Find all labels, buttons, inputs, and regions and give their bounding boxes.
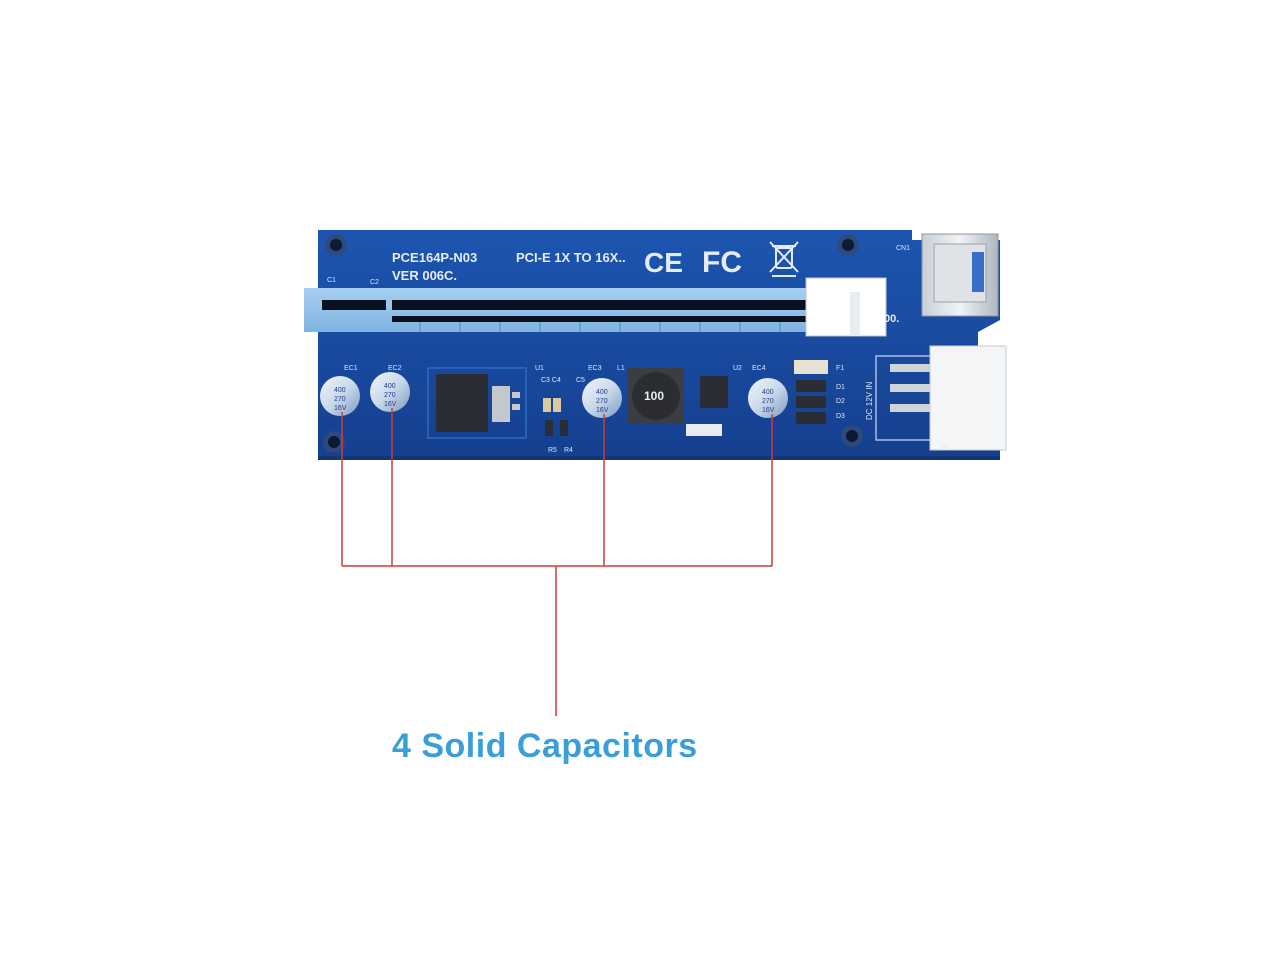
label-c3c4: C3 C4 (541, 377, 561, 384)
label-ec4: EC4 (752, 365, 766, 372)
label-u2: U2 (733, 365, 742, 372)
label-d3: D3 (836, 413, 845, 420)
label-ec3: EC3 (588, 365, 602, 372)
slot-tag: 00. (884, 313, 899, 325)
smd-components (543, 376, 728, 436)
mounting-holes (323, 234, 863, 453)
weee-bin-icon (769, 241, 799, 277)
label-r5: R5 (548, 447, 557, 454)
label-ec2: EC2 (388, 365, 402, 372)
inductor-value: 100 (644, 389, 664, 403)
label-c1: C1 (327, 277, 336, 284)
capacitor-caption: 4 Solid Capacitors (392, 727, 698, 765)
voltage-regulator (427, 367, 527, 439)
interface-label: PCI-E 1X TO 16X.. (516, 250, 626, 265)
svg-text:270: 270 (762, 398, 774, 405)
label-usb-ref: CN1 (896, 245, 910, 252)
svg-text:16V: 16V (384, 401, 397, 408)
label-l1: L1 (617, 365, 625, 372)
pcie-x16-slot (304, 277, 887, 337)
svg-text:270: 270 (596, 398, 608, 405)
inductor (628, 368, 684, 424)
svg-text:400: 400 (762, 389, 774, 396)
label-r4: R4 (564, 447, 573, 454)
ce-mark: CE (644, 247, 683, 278)
label-c5: C5 (576, 377, 585, 384)
svg-text:270: 270 (384, 392, 396, 399)
capacitor-ec3: 400 270 16V (582, 378, 622, 418)
label-ec1: EC1 (344, 365, 358, 372)
usb-port (921, 233, 999, 317)
power-label: DC 12V IN (865, 382, 874, 420)
svg-text:16V: 16V (762, 407, 775, 414)
label-d1: D1 (836, 384, 845, 391)
power-connector (875, 345, 1007, 451)
capacitor-ec4: 400 270 16V (748, 378, 788, 418)
svg-text:400: 400 (596, 389, 608, 396)
label-f1: F1 (836, 365, 844, 372)
fcc-mark: FC (702, 246, 742, 279)
label-c2: C2 (370, 279, 379, 286)
fuse-value: T200 (803, 366, 819, 373)
svg-text:400: 400 (384, 383, 396, 390)
capacitor-ec1: 400 270 16V (320, 376, 360, 416)
label-u1: U1 (535, 365, 544, 372)
label-j1: J1 (940, 445, 948, 452)
model-label: PCE164P-N03 (392, 250, 477, 265)
capacitor-ec2: 400 270 16V (370, 372, 410, 412)
svg-text:16V: 16V (334, 405, 347, 412)
svg-text:270: 270 (334, 396, 346, 403)
label-d2: D2 (836, 398, 845, 405)
protection-parts (794, 360, 828, 424)
version-label: VER 006C. (392, 268, 457, 283)
svg-text:16V: 16V (596, 407, 609, 414)
svg-text:400: 400 (334, 387, 346, 394)
callout-lines (341, 408, 773, 716)
